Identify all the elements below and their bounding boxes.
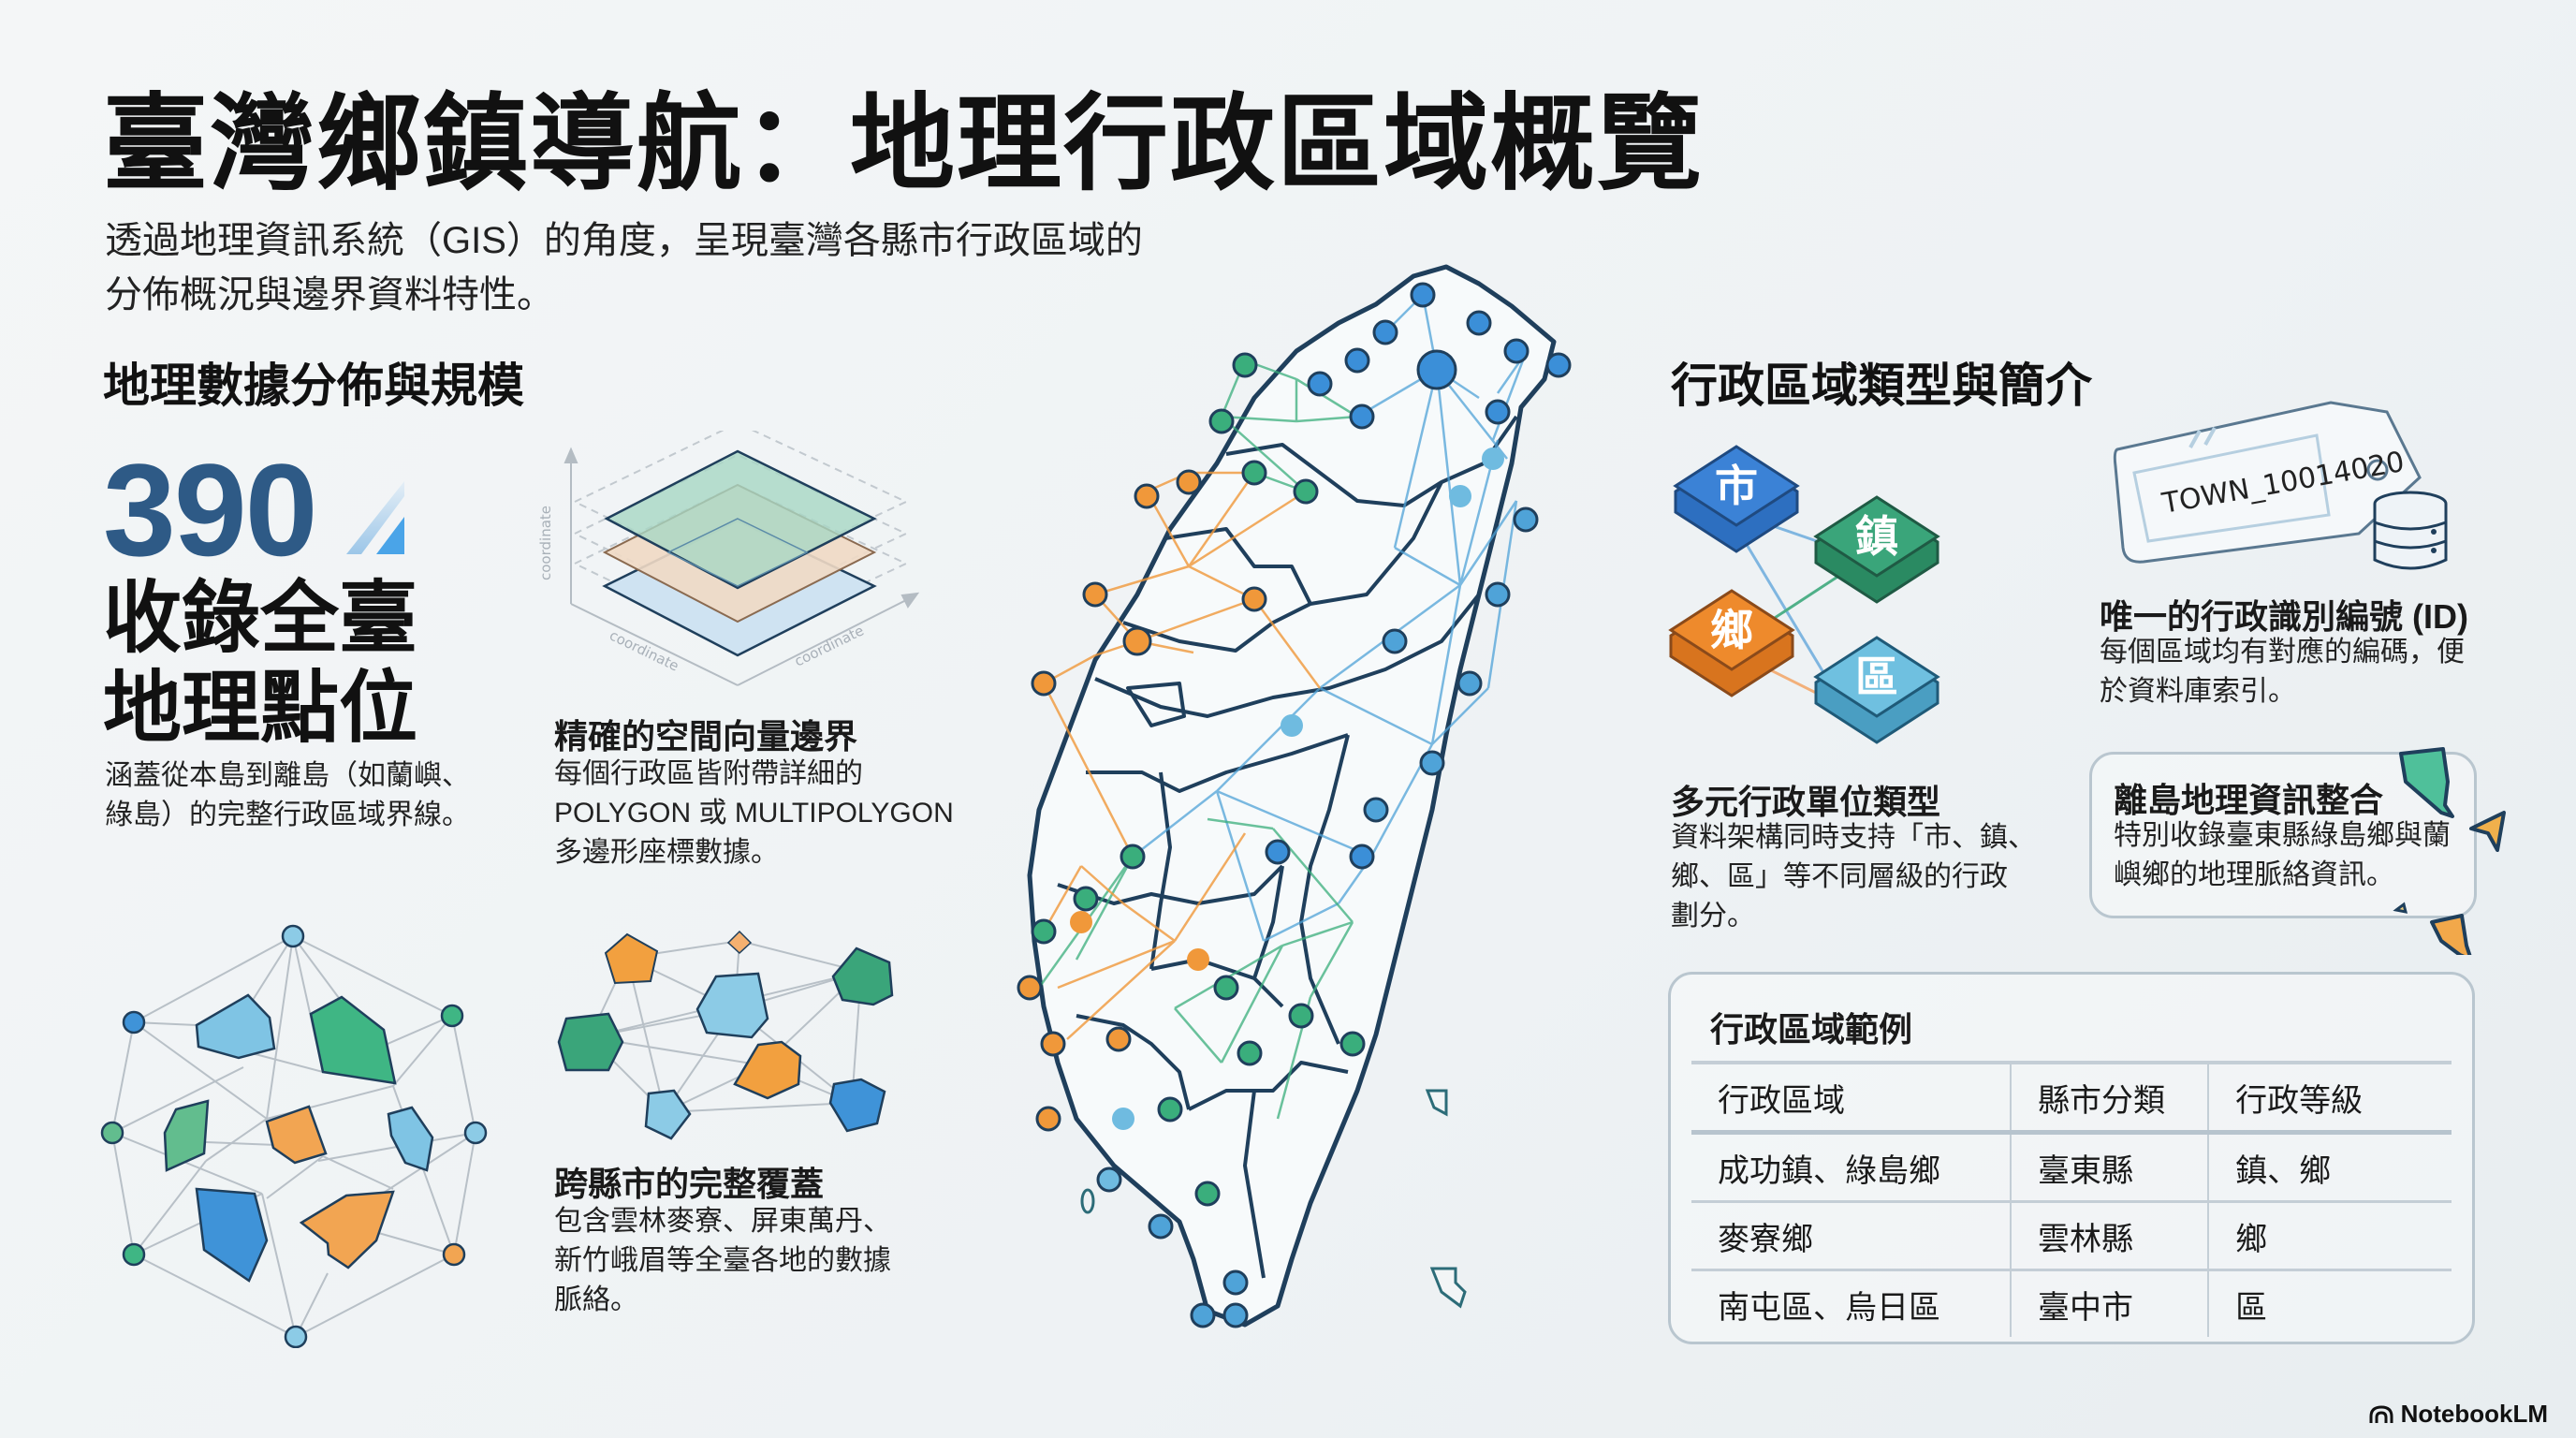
- notebooklm-logo-icon: [2369, 1404, 2393, 1423]
- axis-label-z: coordinate: [792, 622, 867, 669]
- coverage-card-title: 跨縣市的完整覆蓋: [554, 1165, 825, 1203]
- page-title: 臺灣鄉鎮導航：地理行政區域概覽: [103, 85, 1704, 202]
- tile-town-label: 鎮: [1855, 511, 1898, 562]
- examples-table: 行政區域 縣市分類 行政等級 成功鎮、綠島鄉 臺東縣 鎮、鄉 麥寮鄉 雲林縣 鄉…: [1691, 1061, 2452, 1337]
- table-row: 麥寮鄉 雲林縣 鄉: [1691, 1201, 2452, 1270]
- column-header-level: 行政等級: [2207, 1063, 2452, 1133]
- cell-county: 雲林縣: [2010, 1201, 2209, 1270]
- cell-region: 南屯區、烏日區: [1718, 1289, 1940, 1326]
- stat-label-line-2: 地理點位: [103, 664, 418, 752]
- types-card-line-2: 鄉、區」等不同層級的行政: [1671, 861, 2008, 892]
- coverage-card-text: 包含雲林麥寮、屏東萬丹、 新竹峨眉等全臺各地的數據 脈絡。: [554, 1202, 891, 1320]
- tile-district: 區: [1813, 636, 1940, 744]
- stat-desc-line-1: 涵蓋從本島到離島（如蘭嶼、: [105, 760, 470, 791]
- stat-label: 收錄全臺 地理點位: [103, 573, 417, 753]
- id-card-line-2: 於資料庫索引。: [2100, 676, 2296, 707]
- tile-township: 鄉: [1668, 589, 1795, 697]
- axis-label-y: coordinate: [537, 506, 554, 580]
- coverage-card-line-2: 新竹峨眉等全臺各地的數據: [554, 1245, 891, 1276]
- vector-card-line-2: POLYGON 或 MULTIPOLYGON: [554, 798, 954, 829]
- stat-desc-line-2: 綠島）的完整行政區域界線。: [105, 800, 470, 830]
- island-card-line-1: 特別收錄臺東縣綠島鄉與蘭: [2114, 820, 2451, 851]
- types-card-line-1: 資料架構同時支持「市、鎮、: [1671, 822, 2036, 853]
- subtitle-line-1: 透過地理資訊系統（GIS）的角度，呈現臺灣各縣市行政區域的: [105, 220, 1143, 261]
- types-card-line-3: 劃分。: [1671, 901, 1755, 932]
- table-row: 成功鎮、綠島鄉 臺東縣 鎮、鄉: [1691, 1132, 2452, 1202]
- tile-township-label: 鄉: [1710, 605, 1753, 655]
- cell-level: 鎮、鄉: [2207, 1132, 2452, 1202]
- axis-label-x: coordinate: [607, 626, 681, 674]
- tile-district-label: 區: [1855, 652, 1898, 702]
- island-card-line-2: 嶼鄉的地理脈絡資訊。: [2114, 859, 2394, 890]
- types-card-text: 資料架構同時支持「市、鎮、 鄉、區」等不同層級的行政 劃分。: [1671, 818, 2036, 936]
- layered-polygons-illustration: coordinate coordinate coordinate: [537, 431, 920, 686]
- vector-card-text: 每個行政區皆附帶詳細的 POLYGON 或 MULTIPOLYGON 多邊形座標…: [554, 755, 954, 873]
- table-header-row: 行政區域 縣市分類 行政等級: [1691, 1063, 2452, 1133]
- coverage-card-line-3: 脈絡。: [554, 1284, 638, 1315]
- id-card-line-1: 每個區域均有對應的編碼，便: [2100, 637, 2465, 668]
- cell-county: 臺中市: [2010, 1269, 2209, 1337]
- island-card-title: 離島地理資訊整合: [2114, 781, 2384, 819]
- admin-type-tiles: 市 鎮 鄉 區: [1668, 445, 1940, 744]
- database-icon: [2373, 491, 2448, 570]
- page-subtitle: 透過地理資訊系統（GIS）的角度，呈現臺灣各縣市行政區域的 分佈概況與邊界資料特…: [105, 213, 1191, 322]
- island-shapes-icon: [2393, 747, 2506, 955]
- tile-city: 市: [1673, 445, 1800, 553]
- tile-city-label: 市: [1715, 461, 1758, 511]
- id-card-text: 每個區域均有對應的編碼，便 於資料庫索引。: [2100, 633, 2465, 712]
- coverage-card-line-1: 包含雲林麥寮、屏東萬丹、: [554, 1206, 891, 1237]
- stat-description: 涵蓋從本島到離島（如蘭嶼、 綠島）的完整行政區域界線。: [105, 756, 470, 835]
- examples-panel: 行政區域範例 行政區域 縣市分類 行政等級 成功鎮、綠島鄉 臺東縣 鎮、鄉 麥寮…: [1668, 972, 2475, 1344]
- cell-level: 鄉: [2207, 1201, 2452, 1270]
- coverage-network-graph: [557, 930, 894, 1140]
- vector-card-line-1: 每個行政區皆附帶詳細的: [554, 758, 863, 789]
- island-card-text: 特別收錄臺東縣綠島鄉與蘭 嶼鄉的地理脈絡資訊。: [2114, 816, 2451, 895]
- stat-label-line-1: 收錄全臺: [103, 574, 418, 662]
- left-section-heading: 地理數據分佈與規模: [103, 360, 524, 412]
- examples-table-title: 行政區域範例: [1710, 1010, 1913, 1049]
- id-tag-illustration: TOWN_10014020: [2113, 401, 2448, 570]
- types-card-title: 多元行政單位類型: [1671, 783, 1941, 821]
- notebooklm-brand: NotebookLM: [2369, 1400, 2548, 1429]
- stat-value: 390: [103, 436, 318, 583]
- trend-arrow-icon: [346, 481, 404, 554]
- table-row: 南屯區、烏日區 臺中市 區: [1691, 1269, 2452, 1337]
- tile-town: 鎮: [1813, 495, 1940, 604]
- brand-label: NotebookLM: [2400, 1400, 2548, 1428]
- id-card-title: 唯一的行政識別編號 (ID): [2100, 597, 2468, 636]
- taiwan-network-map: [1017, 264, 1572, 1328]
- vector-card-line-3: 多邊形座標數據。: [554, 837, 779, 868]
- right-section-heading: 行政區域類型與簡介: [1671, 360, 2092, 412]
- cell-county: 臺東縣: [2010, 1132, 2209, 1202]
- polygon-network-graph: [100, 924, 488, 1348]
- cell-region: 成功鎮、綠島鄉: [1718, 1152, 1940, 1189]
- cell-region: 麥寮鄉: [1718, 1221, 1813, 1257]
- column-header-county: 縣市分類: [2010, 1063, 2209, 1133]
- vector-card-title: 精確的空間向量邊界: [554, 717, 858, 756]
- subtitle-line-2: 分佈概況與邊界資料特性。: [105, 274, 554, 315]
- column-header-region: 行政區域: [1718, 1082, 1845, 1119]
- cell-level: 區: [2207, 1269, 2452, 1337]
